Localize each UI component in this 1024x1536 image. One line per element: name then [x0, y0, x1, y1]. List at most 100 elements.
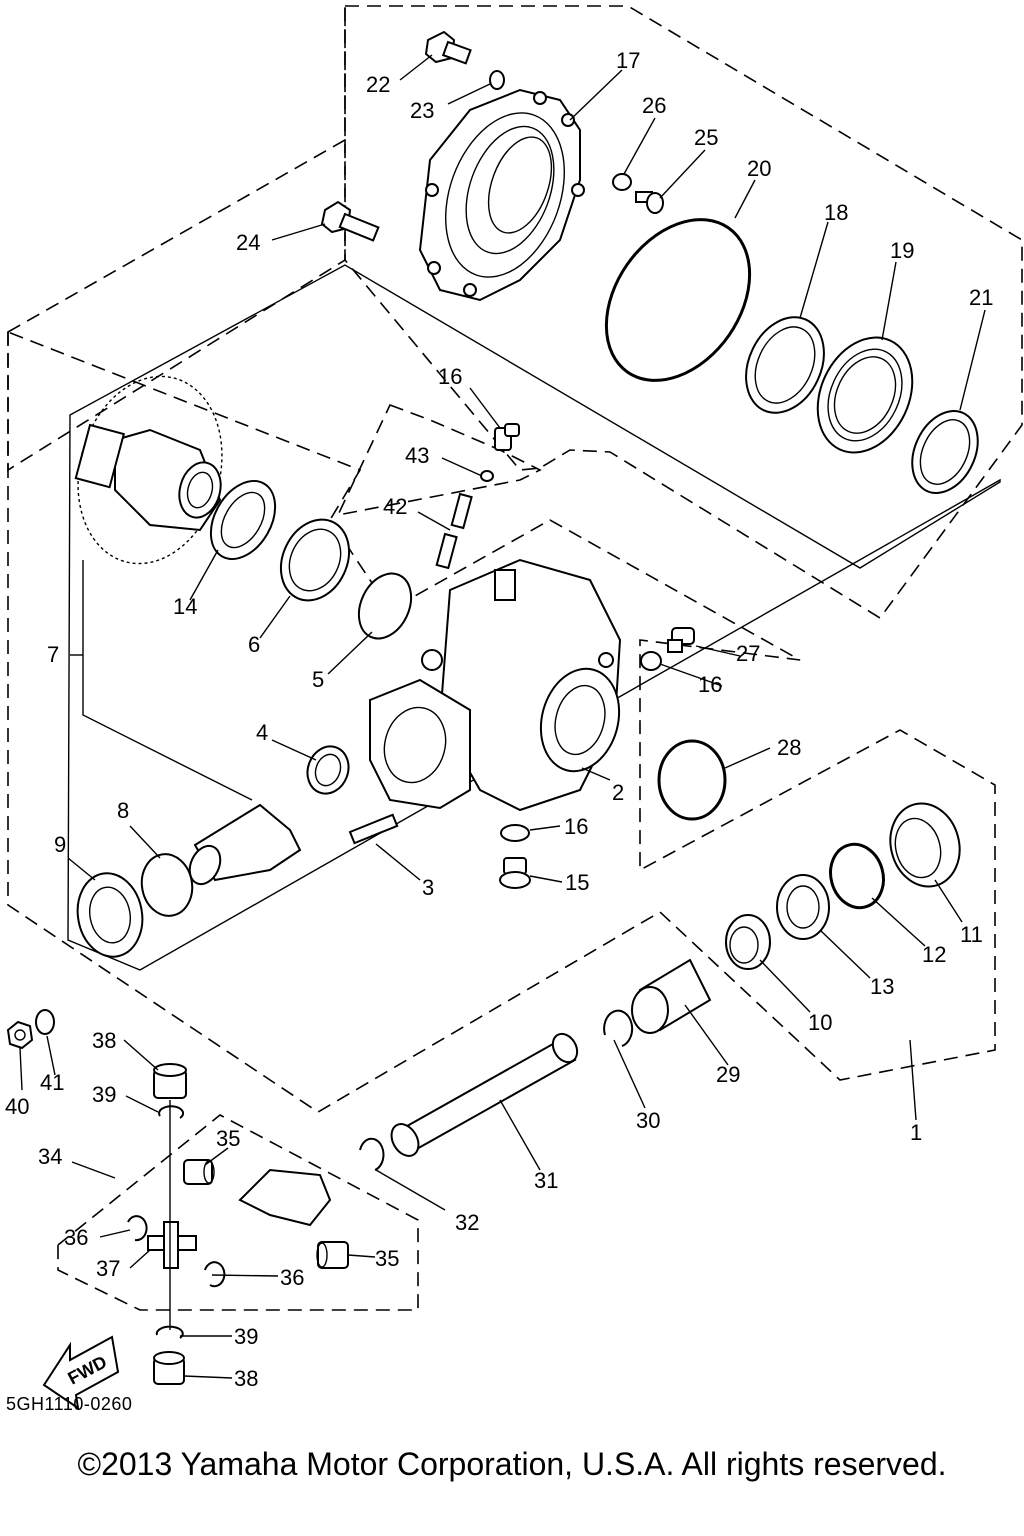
- callout-37: 37: [96, 1256, 120, 1281]
- washer-16-upper: [640, 651, 662, 671]
- yoke: [238, 1168, 332, 1227]
- callout-2: 2: [612, 780, 624, 805]
- callout-13: 13: [870, 974, 894, 999]
- plug-15: [499, 857, 531, 889]
- o-ring-12: [829, 842, 885, 910]
- circlip-39-lower: [155, 1325, 184, 1339]
- stud-3: [348, 813, 399, 845]
- callout-35-lower: 35: [375, 1246, 399, 1271]
- callout-43: 43: [405, 443, 429, 468]
- callout-1: 1: [910, 1120, 922, 1145]
- circlip-39-upper: [158, 1105, 185, 1119]
- bolt-26: [635, 191, 664, 214]
- washer-16-lower: [500, 824, 530, 842]
- ujoint-group-outline: [57, 1114, 419, 1311]
- bearing-20: [816, 336, 914, 454]
- callout-25: 24: [236, 230, 260, 255]
- callout-41: 41: [40, 1070, 64, 1095]
- callout-39-upper: 39: [92, 1082, 116, 1107]
- callout-labels: 22 23 17 26 25 20 18 19 21 24 16 43 42 1…: [5, 48, 993, 1391]
- nut-40: [6, 1020, 34, 1050]
- circlip-33: [359, 1137, 385, 1171]
- bearing-cup-35-lower: [316, 1241, 349, 1269]
- callout-21: 20: [747, 156, 771, 181]
- pinion-group-outline: [67, 264, 1001, 971]
- callout-32: 31: [534, 1168, 558, 1193]
- o-ring-29: [657, 739, 727, 821]
- fwd-arrow: FWD: [42, 1335, 120, 1411]
- leader-lines: [19, 54, 986, 1379]
- callout-31: 30: [636, 1108, 660, 1133]
- callout-33: 32: [455, 1210, 479, 1235]
- ring-gear-7: [74, 375, 223, 565]
- nut-11: [889, 802, 961, 888]
- diagram-code: 5GH1110-0260: [6, 1394, 133, 1414]
- callout-14: 14: [173, 594, 197, 619]
- fitting-17: [494, 423, 520, 451]
- callout-24: 23: [410, 98, 434, 123]
- bearing-6: [279, 518, 351, 602]
- seal-22: [911, 410, 979, 494]
- callout-38-upper: 38: [92, 1028, 116, 1053]
- washer-24: [489, 70, 505, 90]
- pinion-shaft: [188, 803, 302, 886]
- callout-23: 22: [366, 72, 390, 97]
- callout-12: 12: [922, 942, 946, 967]
- main-housing-group-outline: [7, 6, 346, 472]
- ring-19: [745, 316, 825, 414]
- callout-7: 7: [47, 642, 59, 667]
- callout-18: 17: [616, 48, 640, 73]
- bearing-cover-18: [418, 88, 585, 302]
- callout-6: 6: [248, 632, 260, 657]
- callout-5: 5: [312, 667, 324, 692]
- callout-19: 18: [824, 200, 848, 225]
- shim-14: [209, 480, 277, 560]
- callout-17: 16: [438, 364, 462, 389]
- callout-10: 10: [808, 1010, 832, 1035]
- sensor-group-outline: [336, 403, 542, 517]
- bearing-cup-38-lower: [153, 1351, 185, 1385]
- bearing-13: [776, 874, 830, 940]
- gear-case-2: [369, 558, 622, 812]
- bearing-9: [76, 872, 144, 958]
- callout-26: 25: [694, 125, 718, 150]
- washer-27: [612, 173, 632, 191]
- plug-28: [667, 627, 695, 653]
- callout-34: 34: [38, 1144, 62, 1169]
- callout-36-right: 36: [280, 1265, 304, 1290]
- callout-3: 3: [422, 875, 434, 900]
- callout-40: 40: [5, 1094, 29, 1119]
- callout-28: 27: [736, 641, 760, 666]
- spider-37: [147, 1221, 197, 1269]
- circlip-36-right: [204, 1261, 226, 1288]
- callout-16-upper: 16: [698, 672, 722, 697]
- callout-36-left: 36: [64, 1225, 88, 1250]
- collar-10: [725, 914, 771, 970]
- clip-43: [480, 470, 494, 482]
- o-ring-21: [604, 218, 752, 382]
- callout-8: 8: [117, 798, 129, 823]
- callout-27: 26: [642, 93, 666, 118]
- bearing-cup-35-upper: [183, 1159, 215, 1185]
- callout-11: 11: [960, 922, 983, 947]
- callout-42: 42: [383, 494, 407, 519]
- drive-shaft-32: [390, 1032, 579, 1157]
- washer-41: [35, 1009, 55, 1035]
- circlip-31: [603, 1009, 634, 1047]
- copyright-notice: ©2013 Yamaha Motor Corporation, U.S.A. A…: [77, 1446, 947, 1482]
- callout-39-lower: 39: [234, 1324, 258, 1349]
- top-cover-group-outline: [344, 5, 1023, 620]
- callout-30: 29: [716, 1062, 740, 1087]
- outer-group-outline: [7, 330, 996, 1113]
- callout-16-lower: 16: [564, 814, 588, 839]
- callout-38-lower: 38: [234, 1366, 258, 1391]
- callout-15: 15: [565, 870, 589, 895]
- bolt-25: [320, 200, 380, 242]
- bearing-4: [306, 745, 350, 795]
- callout-22: 21: [969, 285, 993, 310]
- shim-8: [140, 853, 194, 917]
- callout-20: 19: [890, 238, 914, 263]
- bearing-30: [631, 958, 712, 1034]
- ring-5: [357, 572, 413, 640]
